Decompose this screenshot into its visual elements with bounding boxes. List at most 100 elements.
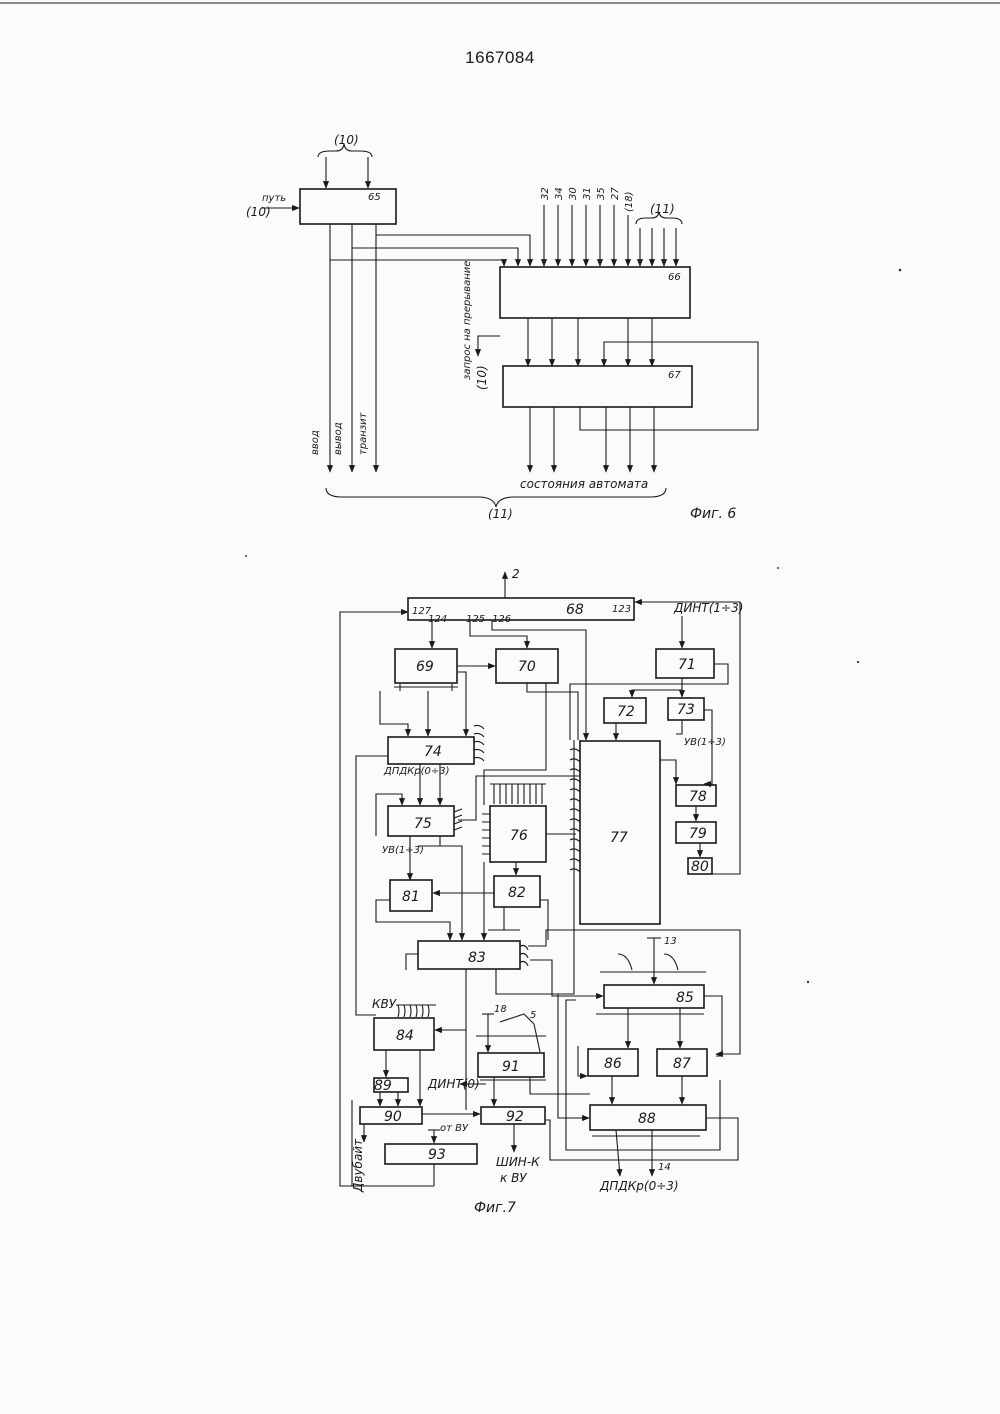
link-line (496, 740, 574, 994)
link-line (376, 794, 402, 836)
figure-6: (10) 65 путь (10) ввод вывод транзит 32 … (246, 133, 758, 522)
fig7-block-70-label: 70 (518, 659, 536, 675)
fig7-block-81-label: 81 (402, 889, 420, 905)
bus-curve (618, 954, 678, 970)
fig7-block-73-label: 73 (677, 702, 695, 718)
signal-line (352, 248, 518, 266)
fig7-block-68-label: 68 (566, 602, 584, 618)
scan-speck (807, 981, 809, 983)
fig7-block-76-label: 76 (510, 828, 528, 844)
states-label: состояния автомата (520, 477, 648, 491)
link-line (540, 900, 548, 940)
bus-fan (520, 946, 528, 967)
uv-left-label: УВ(1÷3) (382, 845, 424, 856)
input-34-label: 34 (554, 187, 565, 200)
pin-126-label: 126 (492, 614, 511, 625)
fig7-block-79-label: 79 (689, 826, 707, 842)
fig7-block-82-label: 82 (508, 885, 526, 901)
fig7-block-80-label: 80 (691, 859, 709, 875)
fig6-block-67 (503, 366, 692, 407)
fig6-bus-11-bottom-label: (11) (488, 507, 513, 521)
link-line (558, 994, 589, 1118)
figure-7: 2 68 127 124 125 126 123 ДИНТ(1÷3) 69 70… (340, 567, 743, 1216)
fig7-block-85-label: 85 (676, 990, 694, 1006)
link-line (578, 1046, 587, 1076)
label-14: 14 (658, 1162, 671, 1173)
input-27-label: 27 (610, 187, 621, 200)
vvod-label: ввод (310, 430, 321, 455)
uv-right-label: УВ(1÷3) (684, 737, 726, 748)
fig7-block-78-label: 78 (689, 789, 707, 805)
link-line (458, 672, 466, 736)
fig6-block-65 (300, 189, 396, 224)
shin-k-label: ШИН-К (496, 1155, 540, 1169)
bus-18-label: (18) (624, 191, 635, 212)
link-line (380, 691, 408, 736)
fig6-block-66-label: 66 (668, 272, 681, 283)
fig7-block-88-label: 88 (638, 1111, 656, 1127)
label-18: 18 (494, 1004, 507, 1015)
put-label: путь (262, 193, 286, 204)
link-line (632, 690, 682, 697)
fig7-block-72-label: 72 (617, 704, 635, 720)
link-line (356, 756, 388, 1015)
fig7-block-91-label: 91 (502, 1059, 520, 1075)
put-ref-label: (10) (246, 205, 271, 219)
link-line (704, 996, 722, 1056)
fig6-block-66 (500, 267, 690, 318)
fig7-block-71-label: 71 (678, 657, 696, 673)
fig7-block-86-label: 86 (604, 1056, 622, 1072)
fig7-block-84-label: 84 (396, 1028, 414, 1044)
fig7-block-90-label: 90 (384, 1109, 402, 1125)
signal-line (376, 235, 530, 266)
link-line (528, 930, 740, 1054)
tranzit-label: транзит (358, 411, 369, 455)
interrupt-ref-label: (10) (475, 365, 489, 390)
output-2-label: 2 (512, 567, 520, 581)
fig7-block-75-label: 75 (414, 816, 432, 832)
scan-speck (857, 661, 859, 663)
scan-speck (899, 269, 902, 272)
fig7-block-93-label: 93 (428, 1147, 446, 1163)
signal-line (330, 260, 504, 266)
scan-speck (777, 567, 779, 569)
bus-fan (570, 749, 580, 872)
bus-fan (482, 814, 490, 854)
fig7-block-74-label: 74 (424, 744, 442, 760)
link-line (676, 720, 682, 734)
link-line (492, 620, 586, 740)
dint-label: ДИНТ(1÷3) (673, 601, 743, 615)
fig6-block-67-label: 67 (668, 370, 681, 381)
fig6-bus-11-label: (11) (650, 202, 675, 216)
link-line (484, 683, 546, 805)
fig6-caption: Фиг. 6 (690, 506, 736, 522)
input-35-label: 35 (596, 187, 607, 200)
scan-speck (245, 555, 247, 557)
link-line (376, 900, 450, 940)
link-line (406, 954, 418, 970)
feedback-loop (580, 342, 758, 430)
fig7-block-92-label: 92 (506, 1109, 524, 1125)
output-line (616, 1130, 620, 1176)
kvu-label: КВУ (372, 997, 397, 1011)
ot-vu-label: от ВУ (440, 1123, 469, 1134)
input-31-label: 31 (582, 187, 593, 200)
input-32-label: 32 (540, 187, 551, 200)
fig7-block-87-label: 87 (673, 1056, 691, 1072)
fig6-bus-10-label: (10) (334, 133, 359, 147)
pin-124-label: 124 (428, 614, 447, 625)
link-line (566, 1000, 720, 1150)
vyvod-label: вывод (333, 422, 344, 455)
link-line (435, 969, 466, 1030)
dpdkr-bottom-label: ДПДКр(0÷3) (599, 1179, 679, 1193)
link-line (660, 760, 676, 784)
bus-fan (474, 725, 484, 761)
interrupt-label: запрос на прерывание (462, 261, 473, 380)
fig7-block-77-label: 77 (610, 830, 628, 846)
label-13: 13 (664, 936, 677, 947)
fig7-block-83-label: 83 (468, 950, 486, 966)
fig7-caption: Фиг.7 (474, 1200, 516, 1216)
fig6-block-65-label: 65 (368, 192, 381, 203)
